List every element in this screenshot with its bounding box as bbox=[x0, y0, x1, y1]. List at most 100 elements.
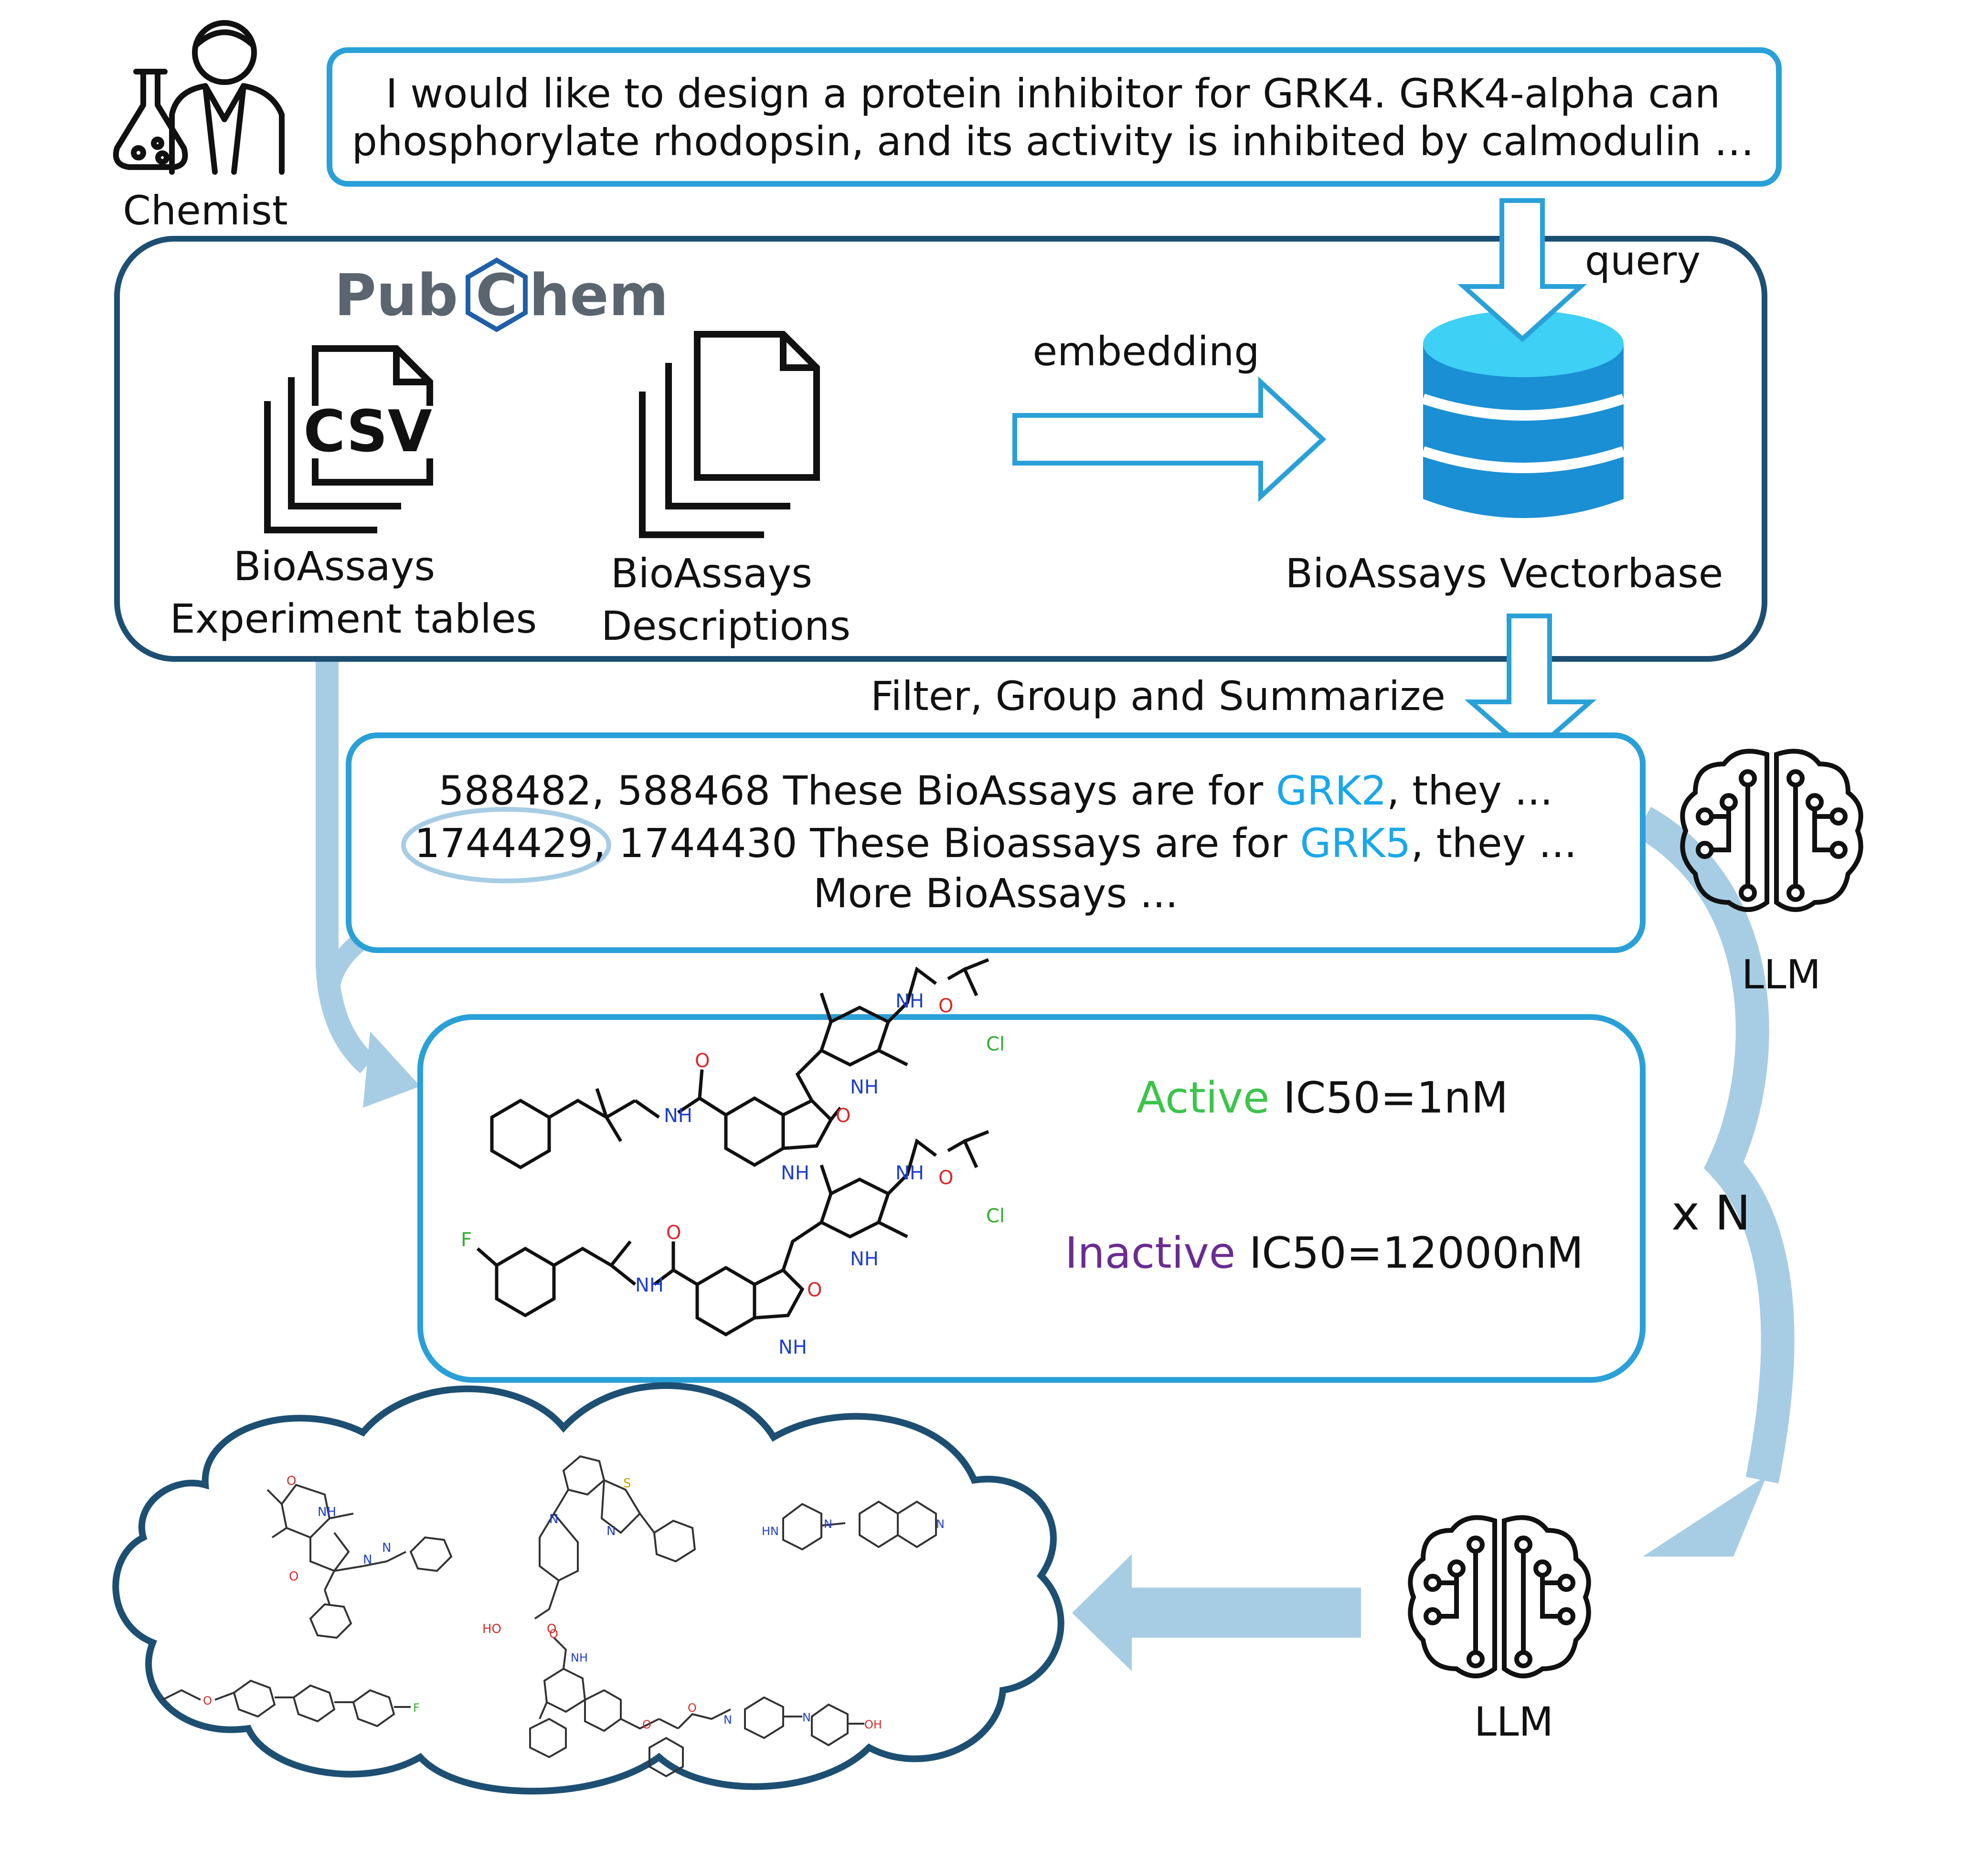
inactive-atom-o1: O bbox=[666, 1222, 681, 1244]
cloud-m1-o1: O bbox=[287, 1474, 296, 1488]
pubchem-logo-c: C bbox=[476, 263, 518, 329]
query-label: query bbox=[1585, 237, 1701, 284]
query-arrow bbox=[1457, 198, 1587, 342]
cloud-m1-nh: NH bbox=[318, 1505, 336, 1519]
active-molecule bbox=[490, 958, 989, 1170]
vectorbase-label: BioAssays Vectorbase bbox=[1286, 550, 1723, 597]
cloud-molecule-2-atoms: N S N HO O bbox=[482, 1476, 631, 1636]
summary-row2: 1744429, 1744430 These Bioassays are for… bbox=[415, 820, 1577, 867]
csv-file-icon bbox=[264, 345, 439, 533]
cloud-molecule-1 bbox=[266, 1484, 453, 1639]
repeat-label: x N bbox=[1671, 1185, 1751, 1241]
cloud-m3-hn: HN bbox=[762, 1525, 779, 1538]
cloud-m3-n2: N bbox=[936, 1517, 945, 1531]
inactive-atom-h: NH bbox=[850, 1248, 879, 1270]
active-word: Active bbox=[1137, 1073, 1269, 1123]
doc1-label-line2: Experiment tables bbox=[170, 595, 537, 642]
active-atom-nh: NH bbox=[664, 1105, 692, 1127]
cloud-molecule-3-atoms: HN N N bbox=[762, 1517, 945, 1538]
summary-row2-tail: , they ... bbox=[1411, 820, 1577, 867]
cloud-m1-n2: N bbox=[382, 1541, 391, 1555]
cloud-m1-o2: O bbox=[289, 1569, 298, 1584]
query-box bbox=[327, 47, 1782, 187]
left-flow-arrowhead bbox=[363, 1031, 420, 1108]
database-icon bbox=[1421, 310, 1626, 518]
summary-row1: 588482, 588468 These BioAssays are for G… bbox=[438, 767, 1552, 814]
cloud-m2-ho: HO bbox=[482, 1622, 501, 1636]
cloud-m4-o: O bbox=[203, 1694, 212, 1707]
cloud-molecule-2 bbox=[534, 1455, 696, 1620]
cloud-molecule-3 bbox=[782, 1500, 937, 1551]
active-atom-o2: O bbox=[836, 1105, 850, 1127]
llm-label-top: LLM bbox=[1742, 951, 1821, 998]
cloud-m5-n2: N bbox=[802, 1711, 811, 1724]
chemist-label: Chemist bbox=[123, 187, 287, 234]
embedding-label: embedding bbox=[1032, 328, 1259, 375]
inactive-atom-nh2: NH bbox=[778, 1336, 807, 1358]
documents-icon bbox=[639, 331, 820, 538]
cloud-molecule-1-atoms: O NH O N N bbox=[287, 1474, 391, 1584]
cloud-m2-s: S bbox=[623, 1476, 631, 1491]
cloud-m1-n1: N bbox=[363, 1553, 372, 1567]
active-atom-n: NH bbox=[895, 990, 924, 1012]
cloud-m5-oh: OH bbox=[864, 1718, 882, 1731]
cloud-m3-n1: N bbox=[824, 1517, 832, 1531]
cloud-molecule-5 bbox=[529, 1637, 864, 1778]
cloud-molecule-4 bbox=[162, 1679, 411, 1728]
summary-row3: More BioAssays ... bbox=[813, 870, 1178, 917]
cloud-m4-f: F bbox=[413, 1701, 420, 1715]
doc1-label-line1: BioAssays bbox=[234, 543, 435, 590]
inactive-atom-nh: NH bbox=[635, 1274, 664, 1296]
active-value: IC50=1nM bbox=[1269, 1073, 1508, 1123]
active-atom-nh2: NH bbox=[781, 1162, 809, 1184]
active-molecule-atoms: NH O O NH NH NH O Cl bbox=[664, 990, 1005, 1184]
inactive-atom-o2: O bbox=[807, 1279, 822, 1301]
embedding-arrow bbox=[1012, 376, 1327, 502]
csv-icon-text: CSV bbox=[303, 399, 432, 465]
cloud-m5-o2: O bbox=[642, 1718, 651, 1731]
summary-box bbox=[346, 732, 1646, 953]
cloud-m5-o1: O bbox=[549, 1627, 558, 1641]
filter-arrow bbox=[1464, 614, 1597, 758]
active-atom-h: NH bbox=[850, 1076, 879, 1098]
cloud-m2-n: N bbox=[549, 1512, 558, 1526]
llm-to-cloud-arrow-shaft bbox=[1113, 1588, 1361, 1638]
generated-molecules-cloud bbox=[112, 1382, 1064, 1795]
cloud-m2-n2: N bbox=[606, 1524, 616, 1538]
inactive-atom-f: F bbox=[461, 1229, 472, 1251]
brain-icon-bottom bbox=[1408, 1515, 1591, 1678]
filter-step-label: Filter, Group and Summarize bbox=[871, 673, 1446, 720]
cloud-m5-n1: N bbox=[723, 1713, 732, 1727]
llm-label-bottom: LLM bbox=[1474, 1698, 1553, 1745]
pubchem-logo-hexagon bbox=[466, 257, 528, 332]
pubchem-logo-hem: hem bbox=[529, 263, 669, 329]
pubchem-box bbox=[114, 236, 1767, 662]
examples-box bbox=[417, 1014, 1646, 1383]
active-atom-o3: O bbox=[938, 995, 953, 1017]
circled-id-ellipse bbox=[401, 807, 611, 883]
inactive-word: Inactive bbox=[1065, 1228, 1235, 1278]
llm-to-cloud-arrowhead bbox=[1072, 1554, 1132, 1671]
summary-row2-circled-id: 1744429 bbox=[415, 820, 593, 867]
summary-row1-tail: , they ... bbox=[1387, 767, 1553, 814]
pubchem-logo: Pub C hem bbox=[334, 257, 669, 332]
right-flow-arrow bbox=[1634, 806, 1795, 1484]
pubchem-logo-pub: Pub bbox=[334, 263, 458, 329]
query-line-2: phosphorylate rhodopsin, and its activit… bbox=[352, 118, 1754, 165]
doc2-label-line2: Descriptions bbox=[601, 603, 850, 649]
doc2-label-line1: BioAssays bbox=[611, 550, 812, 597]
inactive-atom-n: NH bbox=[895, 1162, 924, 1184]
cloud-m5-nh: NH bbox=[571, 1651, 588, 1664]
cloud-m5-o3: O bbox=[688, 1701, 697, 1715]
inactive-value: IC50=12000nM bbox=[1235, 1228, 1584, 1278]
query-line-1: I would like to design a protein inhibit… bbox=[386, 70, 1720, 117]
right-flow-arrowhead bbox=[1643, 1475, 1767, 1557]
active-atom-cl: Cl bbox=[986, 1033, 1005, 1055]
cloud-molecule-4-atoms: O F bbox=[203, 1694, 420, 1715]
inactive-atom-cl: Cl bbox=[986, 1205, 1005, 1227]
active-result: Active IC50=1nM bbox=[1137, 1073, 1508, 1123]
inactive-result: Inactive IC50=12000nM bbox=[1065, 1228, 1584, 1278]
inactive-molecule bbox=[476, 1130, 989, 1337]
chemist-icon bbox=[113, 20, 285, 175]
